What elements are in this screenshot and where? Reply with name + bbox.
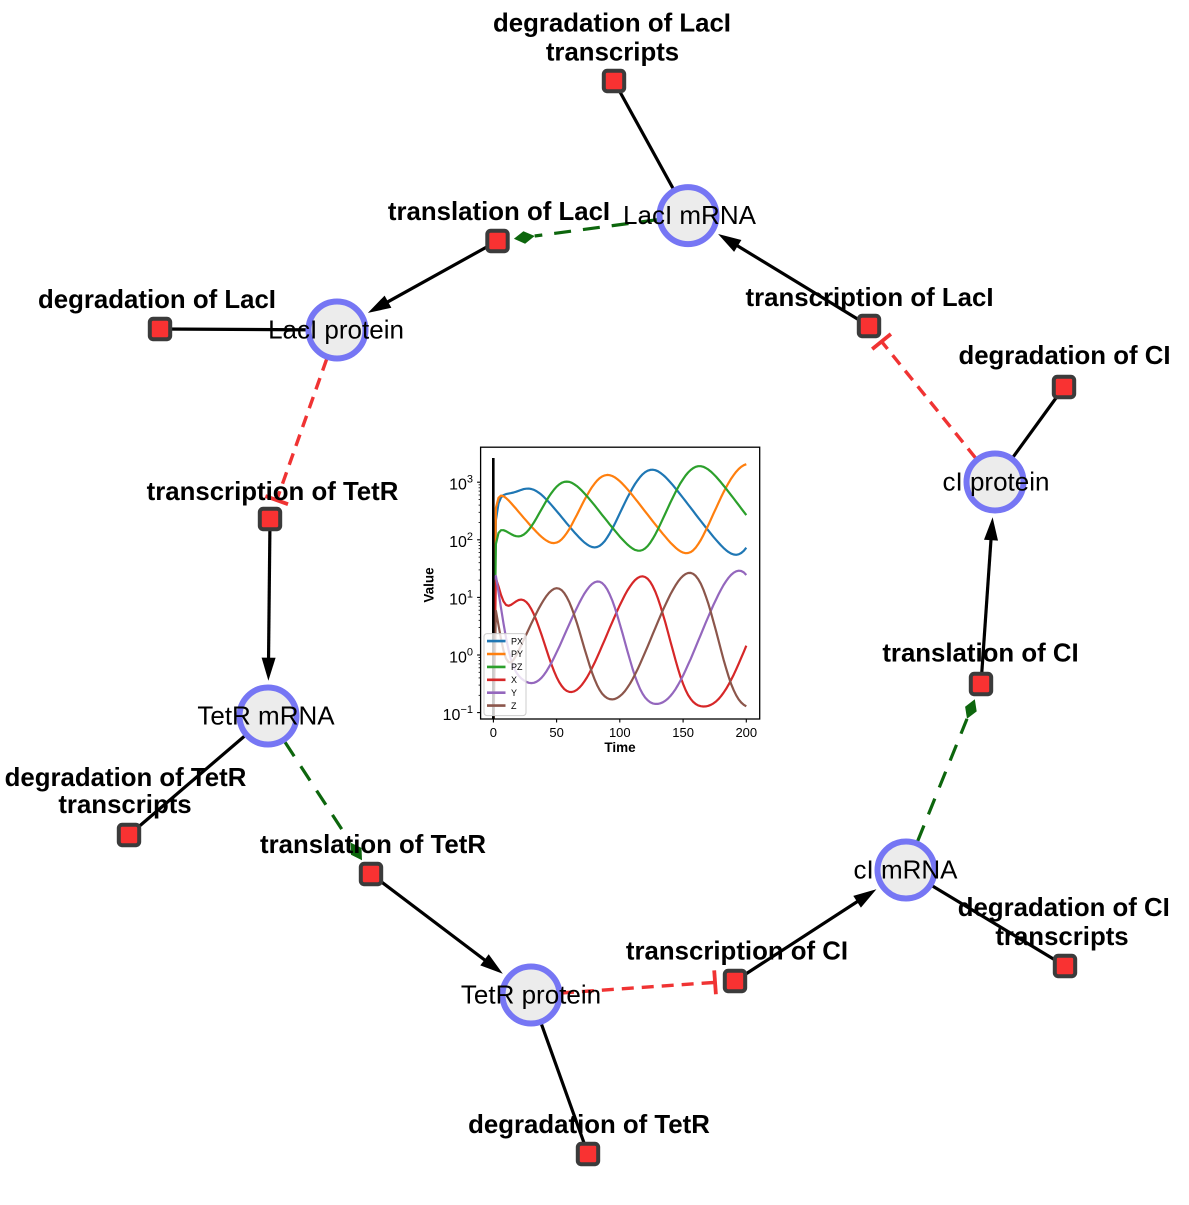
svg-text:translation of TetR: translation of TetR xyxy=(260,831,486,859)
svg-text:Time: Time xyxy=(604,740,636,755)
svg-text:X: X xyxy=(511,675,517,685)
svg-text:degradation of LacI: degradation of LacI xyxy=(38,286,276,314)
svg-text:LacI mRNA: LacI mRNA xyxy=(623,200,757,230)
svg-text:transcription of LacI: transcription of LacI xyxy=(746,284,994,312)
svg-text:transcripts: transcripts xyxy=(995,923,1128,951)
svg-text:PX: PX xyxy=(511,636,523,646)
svg-text:cI protein: cI protein xyxy=(943,467,1050,497)
svg-text:TetR protein: TetR protein xyxy=(461,979,601,1009)
svg-text:degradation of CI: degradation of CI xyxy=(958,894,1170,922)
svg-text:150: 150 xyxy=(672,725,694,740)
svg-text:transcripts: transcripts xyxy=(546,39,679,67)
svg-text:TetR mRNA: TetR mRNA xyxy=(197,700,335,730)
svg-text:Y: Y xyxy=(511,688,517,698)
svg-text:translation of CI: translation of CI xyxy=(882,640,1078,668)
svg-text:0: 0 xyxy=(490,725,497,740)
svg-text:transcription of TetR: transcription of TetR xyxy=(147,478,399,506)
svg-text:degradation of TetR: degradation of TetR xyxy=(5,764,247,792)
svg-text:200: 200 xyxy=(735,725,757,740)
svg-text:PZ: PZ xyxy=(511,662,523,672)
svg-text:degradation of LacI: degradation of LacI xyxy=(493,10,731,38)
svg-text:Value: Value xyxy=(422,567,437,603)
svg-text:degradation of CI: degradation of CI xyxy=(958,342,1170,370)
svg-text:degradation of TetR: degradation of TetR xyxy=(468,1111,710,1139)
svg-text:cI mRNA: cI mRNA xyxy=(854,854,959,884)
svg-text:100: 100 xyxy=(609,725,631,740)
svg-text:LacI protein: LacI protein xyxy=(268,314,404,344)
svg-text:transcripts: transcripts xyxy=(58,791,191,819)
svg-text:transcription of CI: transcription of CI xyxy=(626,938,848,966)
svg-text:translation of LacI: translation of LacI xyxy=(388,198,610,226)
svg-text:50: 50 xyxy=(549,725,563,740)
svg-text:PY: PY xyxy=(511,649,523,659)
svg-text:Z: Z xyxy=(511,701,517,711)
